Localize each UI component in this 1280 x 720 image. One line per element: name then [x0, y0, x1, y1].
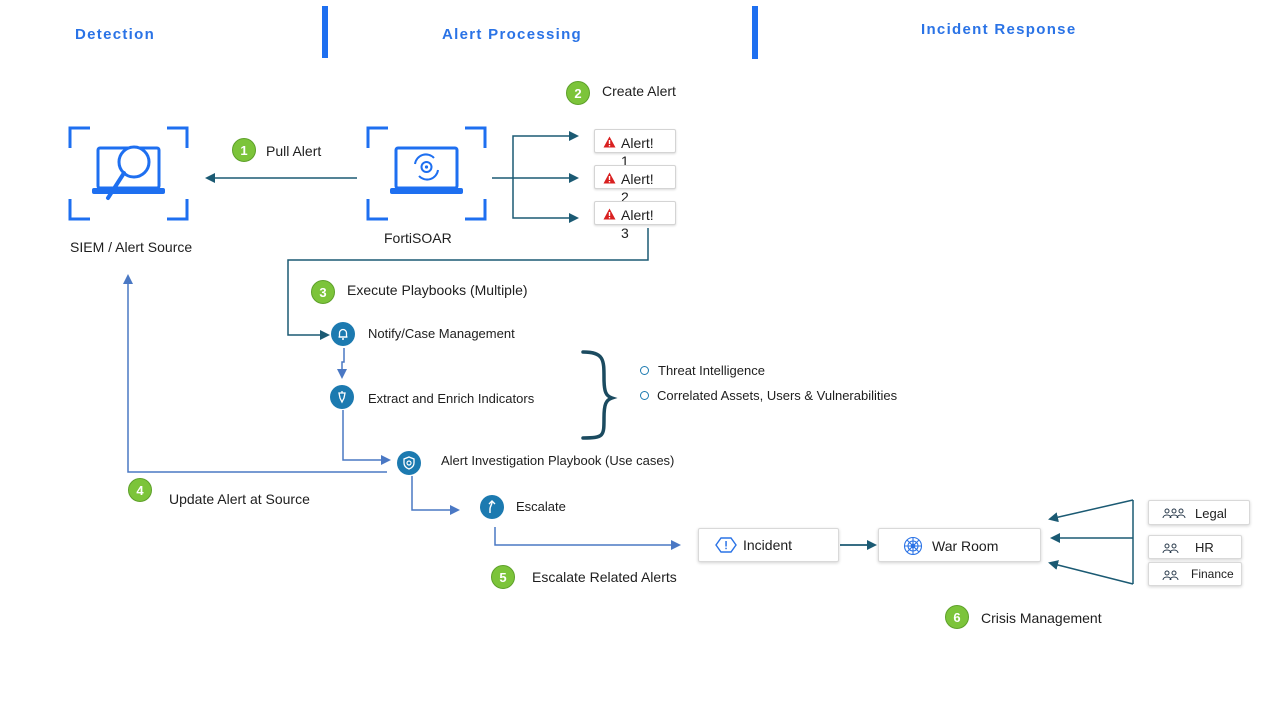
team-label-finance: Finance: [1191, 567, 1234, 581]
siem-label: SIEM / Alert Source: [70, 239, 193, 255]
arrow-finance-to-war-room: [1048, 560, 1134, 585]
war-room-label: War Room: [932, 538, 999, 554]
enrichment-bullet-1: [640, 366, 649, 375]
step-label-2: Create Alert: [602, 83, 676, 99]
step-badge-5: 5: [491, 565, 515, 589]
curly-brace: [581, 350, 618, 440]
lane-header-incident-response: Incident Response: [921, 21, 1077, 38]
notify-label: Notify/Case Management: [368, 326, 515, 341]
arrow-notify-to-extract: [337, 348, 347, 379]
team-card-finance: Finance: [1148, 562, 1242, 586]
warning-icon: [603, 136, 616, 148]
team-card-legal: Legal: [1148, 500, 1250, 525]
step-label-1: Pull Alert: [266, 143, 322, 159]
team-label-hr: HR: [1195, 540, 1214, 555]
arrow-to-alert-1: [512, 135, 579, 223]
war-room-card: War Room: [878, 528, 1041, 562]
alert-text-1: Alert!1: [621, 135, 654, 169]
arrow-legal-to-war-room: [1048, 499, 1134, 523]
alert-card-2: Alert!2: [594, 165, 676, 205]
incident-label: Incident: [743, 537, 793, 553]
step-badge-1: 1: [232, 138, 256, 162]
enrichment-bullet-2: [640, 391, 649, 400]
lane-divider-1: [322, 6, 328, 58]
lane-header-alert-processing: Alert Processing: [442, 26, 583, 43]
team-people-icon: [1162, 508, 1186, 519]
team-people-icon: [1162, 543, 1179, 554]
extract-indicator-icon: [330, 385, 354, 409]
investigation-shield-icon: [397, 451, 421, 475]
arrow-to-notify: [287, 228, 649, 340]
step-badge-4: 4: [128, 478, 152, 502]
arrow-investigation-to-escalate: [411, 476, 460, 515]
lane-header-detection: Detection: [75, 26, 156, 43]
escalate-label: Escalate: [516, 499, 566, 514]
step-label-6: Crisis Management: [981, 610, 1102, 626]
fortisoar-label: FortiSOAR: [384, 230, 452, 246]
step-badge-2: 2: [566, 81, 590, 105]
siem-search-icon: [68, 126, 189, 221]
alert-text-2: Alert!2: [621, 171, 654, 205]
alert-text-3: Alert!3: [621, 207, 654, 241]
arrow-escalate-to-incident: [494, 527, 681, 550]
escalate-arrow-icon: [480, 495, 504, 519]
arrow-extract-to-investigation: [342, 410, 391, 465]
fortisoar-laptop-icon: [366, 126, 487, 221]
arrow-update-source: [123, 274, 387, 473]
incident-alert-icon: [715, 537, 737, 553]
step-badge-3: 3: [311, 280, 335, 304]
step-label-3: Execute Playbooks (Multiple): [347, 282, 528, 298]
warning-icon: [603, 172, 616, 184]
war-room-web-icon: [903, 536, 923, 556]
alert-card-1: Alert!1: [594, 129, 676, 169]
alert-card-3: Alert!3: [594, 201, 676, 241]
enrichment-item-2: Correlated Assets, Users & Vulnerabiliti…: [657, 388, 898, 403]
step-label-5: Escalate Related Alerts: [532, 569, 677, 585]
step-label-4: Update Alert at Source: [169, 491, 310, 507]
notify-bell-icon: [331, 322, 355, 346]
step-badge-6: 6: [945, 605, 969, 629]
team-card-hr: HR: [1148, 535, 1242, 559]
team-people-icon: [1162, 570, 1179, 581]
incident-card: Incident: [698, 528, 839, 562]
extract-label: Extract and Enrich Indicators: [368, 391, 535, 406]
investigation-label: Alert Investigation Playbook (Use cases): [441, 453, 675, 468]
lane-divider-2: [752, 6, 758, 59]
warning-icon: [603, 208, 616, 220]
enrichment-item-1: Threat Intelligence: [658, 363, 765, 378]
team-label-legal: Legal: [1195, 506, 1227, 521]
